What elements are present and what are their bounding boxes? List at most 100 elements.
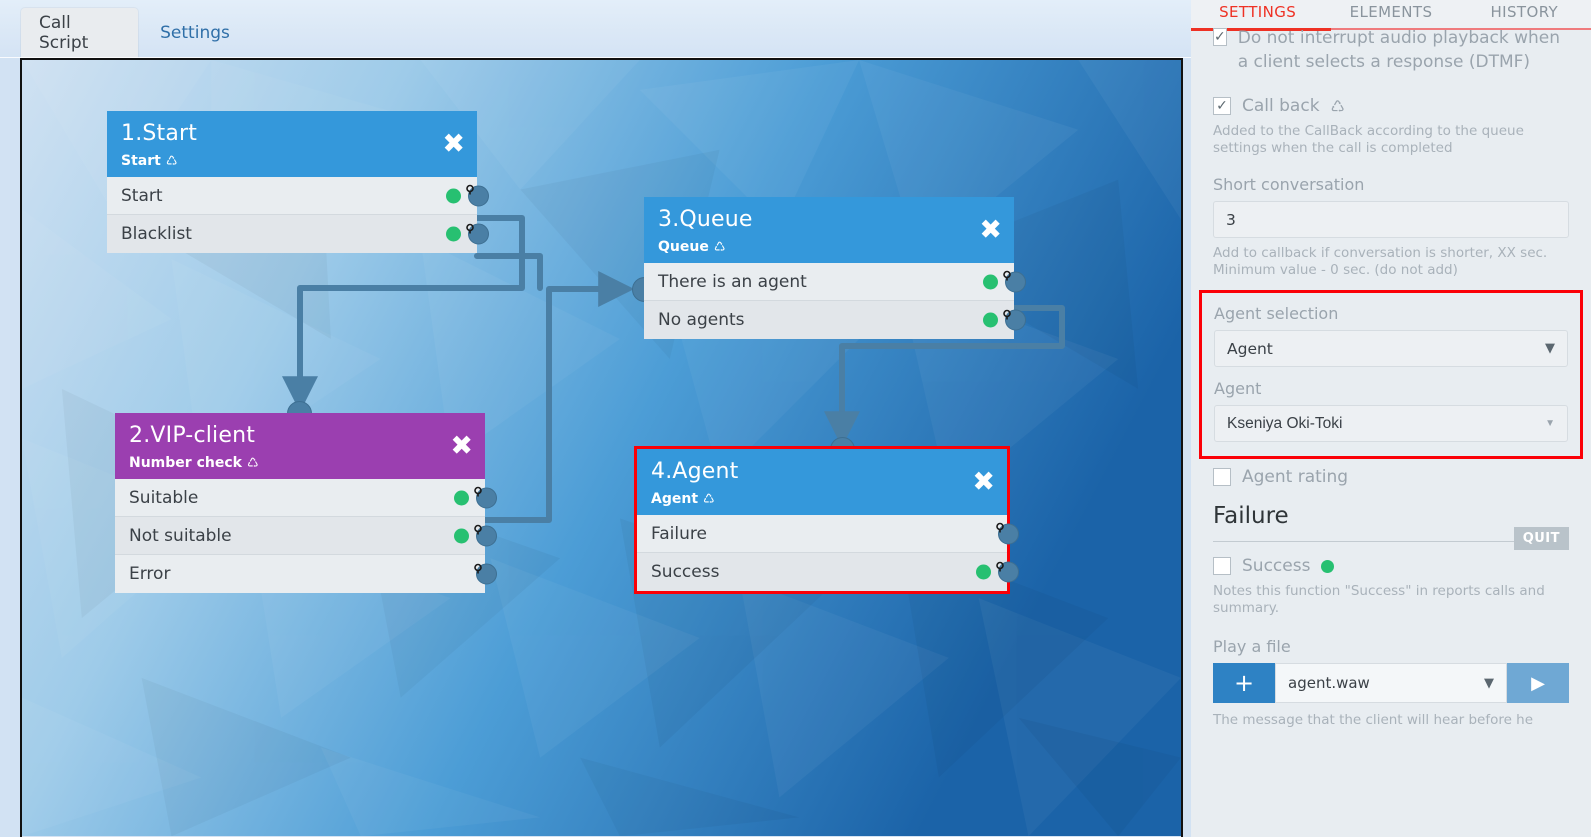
tab-call-script-label: Call Script	[39, 13, 89, 53]
agent-value: Kseniya Oki-Toki	[1227, 414, 1343, 432]
dtmf-checkbox[interactable]: ✓	[1213, 28, 1227, 46]
tab-call-script[interactable]: Call Script	[21, 8, 138, 58]
node-header: 1.Start Start ♺ ✖	[107, 111, 477, 177]
node-output-label: Success	[651, 562, 720, 582]
connector-key-icon	[474, 524, 482, 535]
node-header: 4.Agent Agent ♺ ✖	[637, 449, 1007, 515]
node-output-port[interactable]	[983, 309, 1026, 331]
agent-selection-dropdown[interactable]: Agent ▼	[1214, 330, 1568, 367]
status-dot-green	[454, 490, 469, 505]
success-checkbox[interactable]	[1213, 557, 1231, 575]
node-output-row[interactable]: Failure	[637, 515, 1019, 553]
chevron-down-icon: ▼	[1484, 675, 1494, 691]
callback-hint: Added to the CallBack according to the q…	[1213, 123, 1524, 156]
node-title: 1.Start	[121, 121, 198, 146]
tab-settings-label: Settings	[160, 23, 230, 43]
panel-tab-elements-label: ELEMENTS	[1349, 3, 1433, 21]
node-output-row[interactable]: Start	[107, 177, 489, 215]
failure-divider: QUIT	[1213, 527, 1569, 550]
panel-tab-active-underline	[1191, 28, 1331, 31]
flow-node-vip-client[interactable]: 2.VIP-client Number check ♺ ✖ Suitable N…	[115, 413, 497, 593]
refresh-icon[interactable]: ♺	[703, 491, 715, 507]
node-output-port[interactable]	[446, 184, 489, 206]
status-dot-green	[976, 564, 991, 580]
node-output-row[interactable]: No agents	[644, 301, 1026, 339]
node-subtitle: Number check ♺	[129, 455, 471, 471]
node-output-port[interactable]	[976, 561, 1019, 583]
short-conversation-input[interactable]: 3	[1213, 201, 1569, 238]
node-output-port[interactable]	[976, 522, 1019, 544]
node-output-row[interactable]: There is an agent	[644, 263, 1026, 301]
status-dot-green	[446, 226, 461, 242]
tab-settings[interactable]: Settings	[146, 8, 244, 58]
dtmf-checkbox-row[interactable]: ✓ Do not interrupt audio playback when a…	[1213, 26, 1569, 74]
panel-tab-bar: SETTINGS ELEMENTS HISTORY	[1191, 0, 1591, 31]
node-output-port[interactable]	[454, 524, 497, 546]
play-file-row[interactable]: + agent.waw ▼ ▶	[1213, 663, 1569, 703]
close-icon[interactable]: ✖	[450, 430, 473, 462]
connector-key-icon	[1003, 309, 1011, 319]
add-file-button[interactable]: +	[1213, 663, 1275, 703]
node-output-port[interactable]	[446, 223, 489, 245]
status-dot-green	[454, 528, 469, 543]
close-icon[interactable]: ✖	[972, 466, 995, 498]
connector-key-icon	[996, 561, 1004, 571]
success-checkbox-row[interactable]: Success	[1213, 556, 1569, 576]
settings-panel-body[interactable]: ✓ Do not interrupt audio playback when a…	[1191, 28, 1591, 837]
panel-tab-history[interactable]: HISTORY	[1458, 0, 1591, 21]
short-conversation-label: Short conversation	[1213, 175, 1365, 194]
node-output-row[interactable]: Not suitable	[115, 517, 497, 555]
panel-tab-settings[interactable]: SETTINGS	[1191, 0, 1324, 21]
node-output-row[interactable]: Success	[637, 553, 1019, 591]
connector-key-icon	[996, 522, 1004, 533]
flow-node-start[interactable]: 1.Start Start ♺ ✖ Start Blacklist	[107, 111, 489, 253]
callback-checkbox-row[interactable]: ✓ Call back ♺	[1213, 96, 1569, 116]
quit-badge[interactable]: QUIT	[1513, 527, 1569, 550]
dtmf-label: Do not interrupt audio playback when a c…	[1237, 28, 1561, 72]
node-output-row[interactable]: Error	[115, 555, 497, 593]
panel-tab-elements[interactable]: ELEMENTS	[1324, 0, 1457, 21]
flow-node-queue[interactable]: 3.Queue Queue ♺ ✖ There is an agent No a…	[644, 197, 1026, 339]
node-output-label: There is an agent	[658, 271, 807, 292]
file-select-dropdown[interactable]: agent.waw ▼	[1275, 663, 1507, 703]
play-file-hint: The message that the client will hear be…	[1213, 712, 1534, 728]
agent-rating-row[interactable]: Agent rating	[1213, 467, 1569, 487]
node-output-row[interactable]: Suitable	[115, 479, 497, 517]
callback-checkbox[interactable]: ✓	[1213, 97, 1231, 115]
node-subtitle-label: Start	[121, 153, 161, 169]
flow-node-agent[interactable]: 4.Agent Agent ♺ ✖ Failure Success	[634, 446, 1019, 594]
agent-rating-checkbox[interactable]	[1213, 468, 1231, 486]
node-output-row[interactable]: Blacklist	[107, 215, 489, 253]
flow-canvas[interactable]: 1.Start Start ♺ ✖ Start Blacklist	[20, 58, 1183, 837]
panel-tab-settings-label: SETTINGS	[1219, 3, 1297, 21]
agent-rating-label: Agent rating	[1242, 467, 1349, 487]
short-conversation-value: 3	[1226, 210, 1236, 229]
refresh-icon[interactable]: ♺	[246, 455, 259, 471]
callback-label: Call back	[1242, 96, 1320, 116]
connector-key-icon	[466, 223, 474, 233]
connector-key-icon	[474, 563, 482, 573]
close-icon[interactable]: ✖	[442, 128, 465, 160]
node-output-label: Failure	[651, 523, 707, 544]
node-output-port[interactable]	[983, 270, 1026, 292]
agent-dropdown[interactable]: Kseniya Oki-Toki ▼	[1214, 405, 1568, 442]
node-output-port[interactable]	[454, 563, 497, 585]
node-output-port[interactable]	[454, 486, 497, 508]
refresh-icon[interactable]: ♺	[1330, 96, 1345, 116]
close-icon[interactable]: ✖	[979, 214, 1002, 246]
refresh-icon[interactable]: ♺	[165, 153, 178, 169]
success-label: Success	[1242, 556, 1311, 576]
node-subtitle-label: Number check	[129, 455, 242, 471]
node-subtitle-label: Queue	[658, 239, 709, 255]
play-icon[interactable]: ▶	[1507, 663, 1569, 703]
agent-selection-section[interactable]: Agent selection Agent ▼ Agent Kseniya Ok…	[1199, 290, 1583, 459]
node-subtitle: Agent ♺	[651, 491, 993, 507]
connector-key-icon	[474, 486, 482, 497]
panel-tab-history-label: HISTORY	[1490, 3, 1559, 21]
node-output-label: Blacklist	[121, 224, 192, 244]
status-dot-green	[983, 312, 998, 328]
connector-key-icon	[466, 184, 474, 195]
node-output-label: Not suitable	[129, 525, 232, 546]
refresh-icon[interactable]: ♺	[713, 239, 726, 255]
chevron-down-icon: ▼	[1545, 418, 1555, 429]
